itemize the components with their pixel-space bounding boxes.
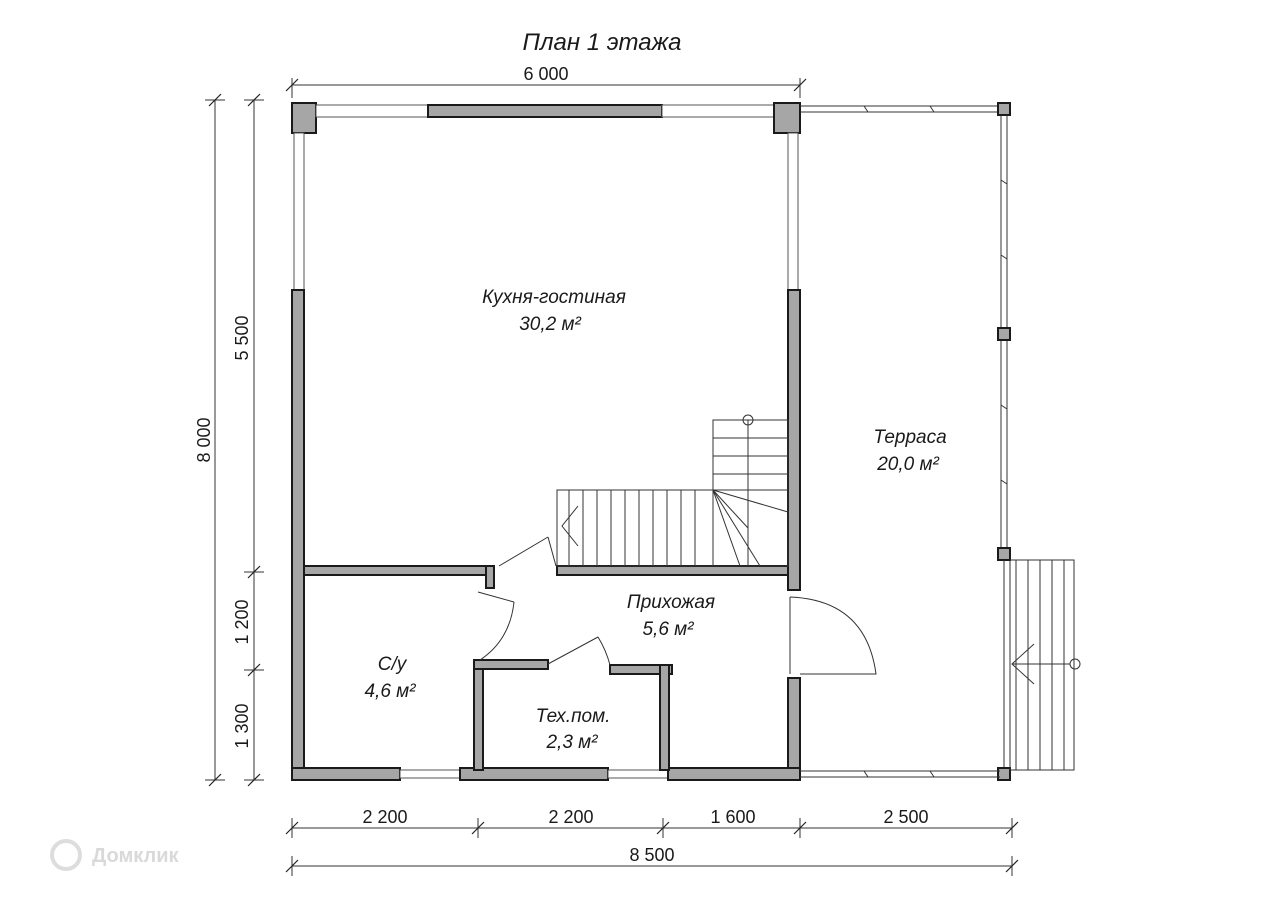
dim-left-total-label: 8 000 bbox=[194, 417, 214, 462]
room-terrace: Терраса 20,0 м² bbox=[873, 427, 946, 475]
dim-top-label: 6 000 bbox=[523, 64, 568, 84]
dim-bottom-part-4: 2 500 bbox=[883, 807, 928, 827]
room-name: Прихожая bbox=[627, 592, 715, 613]
room-area: 20,0 м² bbox=[876, 454, 939, 475]
room-area: 2,3 м² bbox=[545, 732, 598, 753]
dim-bottom-part-1: 2 200 bbox=[362, 807, 407, 827]
room-area: 30,2 м² bbox=[519, 314, 581, 335]
room-kitchen-living: Кухня-гостиная 30,2 м² bbox=[482, 287, 626, 335]
dim-bottom-parts: 2 200 2 200 1 600 2 500 bbox=[285, 807, 1019, 838]
dim-top: 6 000 bbox=[285, 64, 807, 98]
walls bbox=[291, 102, 801, 781]
dim-bottom-part-3: 1 600 bbox=[710, 807, 755, 827]
room-name: Терраса bbox=[873, 427, 946, 448]
watermark: Домклик bbox=[50, 839, 179, 871]
dim-bottom-part-2: 2 200 bbox=[548, 807, 593, 827]
doors bbox=[477, 536, 877, 675]
plan-title: План 1 этажа bbox=[523, 29, 682, 56]
dim-bottom-total: 8 500 bbox=[285, 845, 1019, 876]
dim-bottom-total-label: 8 500 bbox=[629, 845, 674, 865]
dim-left-part-1: 5 500 bbox=[232, 315, 252, 360]
room-name: Кухня-гостиная bbox=[482, 287, 626, 308]
room-area: 5,6 м² bbox=[642, 619, 694, 640]
room-hallway: Прихожая 5,6 м² bbox=[627, 592, 715, 640]
dim-left-total: 8 000 bbox=[194, 93, 225, 787]
room-name: Тех.пом. bbox=[536, 706, 611, 727]
room-name: С/у bbox=[378, 654, 408, 675]
room-area: 4,6 м² bbox=[364, 681, 416, 702]
dim-left-parts: 5 500 1 200 1 300 bbox=[232, 93, 264, 787]
watermark-text: Домклик bbox=[92, 845, 179, 867]
room-bathroom: С/у 4,6 м² bbox=[364, 654, 416, 702]
room-tech: Тех.пом. 2,3 м² bbox=[536, 706, 611, 753]
dim-left-part-3: 1 300 bbox=[232, 703, 252, 748]
terrace-railing bbox=[800, 102, 1011, 781]
dim-left-part-2: 1 200 bbox=[232, 599, 252, 644]
interior-stairs bbox=[556, 414, 789, 567]
terrace-stairs bbox=[1009, 559, 1081, 771]
